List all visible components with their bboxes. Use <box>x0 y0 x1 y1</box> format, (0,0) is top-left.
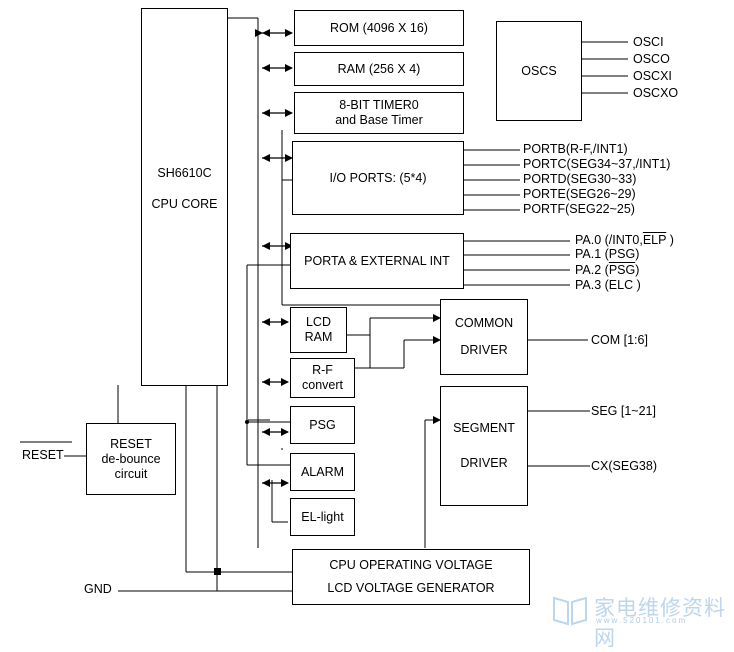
psg-label: PSG <box>309 417 336 432</box>
cpu-model-label: SH6610C <box>157 166 212 180</box>
watermark: 家电维修资料网 www.520101.com <box>550 592 726 650</box>
lcd-ram-line2: RAM <box>304 330 333 344</box>
pa0-prefix: PA.0 (/INT0, <box>575 233 643 247</box>
osc-pin-oscxi: OSCXI <box>633 69 672 83</box>
rom-label: ROM (4096 X 16) <box>330 20 428 35</box>
common-driver-line1: COMMON <box>454 316 514 330</box>
pa2-output: PA.2 (PSG) <box>575 263 639 278</box>
com-output: COM [1:6] <box>591 333 648 347</box>
osc-pin-oscxo: OSCXO <box>633 86 679 100</box>
timer-label-line1: 8-BIT TIMER0 <box>339 98 419 112</box>
osc-pin-osci: OSCI <box>633 35 664 49</box>
voltage-generator-block: CPU OPERATING VOLTAGE LCD VOLTAGE GENERA… <box>292 549 530 605</box>
diagram-wires <box>20 17 628 592</box>
pa2-prefix: PA.2 ( <box>575 263 609 277</box>
common-driver-block: COMMON DRIVER <box>440 299 528 375</box>
seg-output: SEG [1~21] <box>591 404 656 418</box>
lcd-ram-line1: LCD <box>305 315 331 329</box>
port-output-portb: PORTB(R-F,/INT1) <box>523 142 628 156</box>
cx-output: CX(SEG38) <box>591 459 657 473</box>
timer-label-line2: and Base Timer <box>335 113 423 127</box>
pa1-output: PA.1 (PSG) <box>575 247 640 261</box>
ram-block: RAM (256 X 4) <box>294 52 464 86</box>
gnd-pin: GND <box>84 582 112 596</box>
reset-block-line2: de-bounce <box>101 451 161 466</box>
psg-block: PSG <box>290 406 355 444</box>
oscs-block: OSCS <box>496 21 582 121</box>
port-output-portf: PORTF(SEG22~25) <box>523 202 635 216</box>
port-output-portc: PORTC(SEG34~37,/INT1) <box>523 157 671 171</box>
segment-driver-line1: SEGMENT <box>453 421 515 435</box>
io-ports-block: I/O PORTS: (5*4) <box>292 141 464 215</box>
alarm-block: ALARM <box>290 453 355 491</box>
cpu-core-label: CPU CORE <box>151 197 218 211</box>
rf-convert-block: R-F convert <box>290 358 355 398</box>
reset-debounce-block: RESET de-bounce circuit <box>86 423 176 495</box>
watermark-sub: www.520101.com <box>596 616 688 625</box>
common-driver-line2: DRIVER <box>460 343 508 357</box>
rf-line2: convert <box>302 378 343 392</box>
port-output-porte: PORTE(SEG26~29) <box>523 187 636 201</box>
rom-block: ROM (4096 X 16) <box>294 10 464 46</box>
reset-block-line1: RESET <box>110 436 152 451</box>
pa3-output: PA.3 (ELC ) <box>575 278 641 292</box>
ram-label: RAM (256 X 4) <box>337 61 421 76</box>
el-light-block: EL-light <box>290 498 355 536</box>
oscs-label: OSCS <box>521 63 557 78</box>
timer-block: 8-BIT TIMER0 and Base Timer <box>294 92 464 134</box>
port-output-portd: PORTD(SEG30~33) <box>523 172 637 186</box>
reset-block-line3: circuit <box>114 466 148 481</box>
io-ports-label: I/O PORTS: (5*4) <box>329 170 427 185</box>
segment-driver-line2: DRIVER <box>460 456 508 470</box>
porta-label: PORTA & EXTERNAL INT <box>304 253 450 268</box>
el-light-label: EL-light <box>301 509 344 524</box>
pa2-overline: PSG <box>608 263 636 277</box>
rf-line1: R-F <box>312 363 333 377</box>
pa0-overline: ELP <box>642 233 667 247</box>
pa0-suffix: ) <box>666 233 674 247</box>
pa2-suffix: ) <box>635 263 640 277</box>
cpu-core-block: SH6610C CPU CORE <box>141 8 228 386</box>
alarm-label: ALARM <box>300 464 345 479</box>
junction-dot <box>245 420 249 424</box>
junction-dot <box>214 568 221 575</box>
osc-pin-osco: OSCO <box>633 52 670 66</box>
voltage-line1: CPU OPERATING VOLTAGE <box>329 558 493 572</box>
porta-block: PORTA & EXTERNAL INT <box>290 233 464 289</box>
segment-driver-block: SEGMENT DRIVER <box>440 386 528 506</box>
voltage-line2: LCD VOLTAGE GENERATOR <box>327 581 495 595</box>
pa0-output: PA.0 (/INT0,ELP ) <box>575 233 674 248</box>
book-logo-icon <box>553 596 587 626</box>
reset-pin: RESET <box>22 448 64 462</box>
lcd-ram-block: LCD RAM <box>290 307 347 353</box>
